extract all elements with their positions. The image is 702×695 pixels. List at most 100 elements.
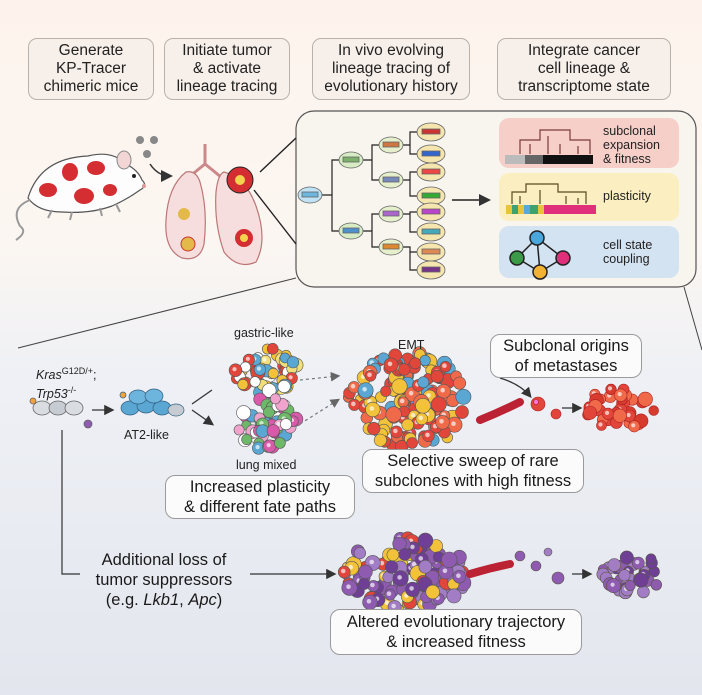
step-line: evolutionary history bbox=[324, 78, 458, 95]
cell-nucleus bbox=[384, 600, 390, 605]
cell bbox=[455, 405, 469, 419]
cell bbox=[266, 424, 280, 438]
cell-nucleus bbox=[439, 419, 444, 424]
cell-nucleus bbox=[442, 363, 447, 369]
cell bbox=[619, 550, 634, 565]
example-suffix: ) bbox=[216, 591, 223, 609]
cell-nucleus bbox=[426, 393, 431, 398]
callout-line: Selective sweep of rare bbox=[387, 452, 559, 470]
cell bbox=[650, 579, 662, 591]
cell-nucleus bbox=[607, 386, 613, 391]
allele-trp53: -/- bbox=[67, 385, 77, 396]
cell-nucleus bbox=[617, 392, 622, 397]
cell bbox=[358, 578, 370, 590]
chimeric-mouse-illustration bbox=[15, 150, 146, 241]
purple-metastasis-cluster bbox=[596, 550, 662, 600]
cell bbox=[386, 548, 400, 562]
cell bbox=[582, 405, 597, 420]
cell bbox=[430, 396, 447, 413]
lung-illustration bbox=[165, 144, 263, 265]
cell bbox=[385, 406, 402, 423]
cell bbox=[648, 405, 659, 416]
cell-nucleus bbox=[369, 406, 375, 411]
category-line: expansion bbox=[603, 138, 660, 152]
category-line: subclonal bbox=[603, 124, 656, 138]
cell bbox=[367, 422, 381, 436]
cell-nucleus bbox=[626, 412, 631, 418]
cell-nucleus bbox=[362, 387, 367, 392]
purple-tumor bbox=[337, 531, 472, 616]
cell bbox=[385, 560, 399, 574]
cell bbox=[401, 418, 414, 432]
cell-nucleus bbox=[232, 367, 237, 372]
cell-nucleus bbox=[245, 356, 250, 361]
callout-line: Increased plasticity bbox=[189, 478, 331, 496]
cell bbox=[236, 405, 251, 421]
label-emt: EMT bbox=[398, 338, 425, 352]
category-line: cell state bbox=[603, 238, 653, 252]
genotype-label: KrasG12D/+; Trp53-/- bbox=[36, 364, 96, 402]
cell bbox=[380, 385, 392, 397]
cell-nucleus bbox=[259, 421, 264, 426]
cell-nucleus bbox=[367, 372, 372, 378]
gene-apc: Apc bbox=[188, 591, 217, 609]
cell bbox=[398, 363, 411, 376]
cell-nucleus bbox=[410, 412, 416, 418]
cell bbox=[267, 367, 279, 379]
cell bbox=[415, 397, 431, 414]
cell-nucleus bbox=[411, 562, 417, 567]
cell bbox=[637, 391, 653, 407]
step-line: Integrate cancer bbox=[527, 42, 640, 59]
cell bbox=[237, 378, 249, 390]
cell-nucleus bbox=[276, 421, 281, 426]
cell-nucleus bbox=[262, 357, 267, 362]
cell bbox=[633, 572, 649, 588]
callout-plasticity: Increased plasticity & different fate pa… bbox=[165, 475, 355, 519]
cell-nucleus bbox=[410, 544, 415, 550]
category-line: coupling bbox=[603, 252, 650, 266]
cell-nucleus bbox=[386, 591, 392, 596]
cell bbox=[274, 437, 286, 449]
cell-nucleus bbox=[399, 398, 405, 404]
cell bbox=[624, 580, 636, 591]
cell-nucleus bbox=[282, 421, 288, 426]
cell bbox=[409, 357, 422, 370]
label-at2-like: AT2-like bbox=[124, 428, 169, 442]
category-line: & fitness bbox=[603, 152, 651, 166]
allele-kras: G12D/+ bbox=[61, 366, 93, 376]
step-line: KP-Tracer bbox=[55, 60, 127, 77]
example-separator: , bbox=[179, 591, 189, 609]
label-lung-mixed: lung mixed bbox=[236, 458, 297, 472]
cell-nucleus bbox=[387, 361, 393, 367]
cell-nucleus bbox=[255, 445, 260, 450]
step-generate-mice: Generate KP-Tracer chimeric mice bbox=[28, 38, 154, 100]
purple-circulating-cells bbox=[514, 547, 565, 585]
cell-nucleus bbox=[351, 401, 356, 407]
cell-nucleus bbox=[350, 383, 356, 389]
step-line: Initiate tumor bbox=[182, 42, 272, 59]
cell bbox=[398, 548, 412, 561]
step-line: lineage tracing bbox=[176, 78, 278, 95]
step-initiate-tumor: Initiate tumor & activate lineage tracin… bbox=[164, 38, 290, 100]
cell bbox=[373, 433, 387, 447]
cell bbox=[453, 376, 467, 390]
step-line: transcriptome state bbox=[518, 78, 650, 95]
cell-nucleus bbox=[440, 387, 446, 393]
circulating-cells bbox=[530, 396, 562, 420]
cell-nucleus bbox=[397, 575, 402, 580]
cell bbox=[419, 354, 431, 367]
step-line: & activate bbox=[192, 60, 262, 77]
cell bbox=[406, 437, 418, 449]
cell bbox=[353, 546, 367, 560]
cell bbox=[612, 408, 627, 423]
gene-trp53: Trp53 bbox=[36, 387, 68, 402]
lineage-tree bbox=[322, 131, 418, 271]
step-line: cell lineage & bbox=[537, 60, 631, 77]
step-line: In vivo evolving bbox=[338, 42, 444, 59]
cell-nucleus bbox=[242, 363, 247, 369]
cell-nucleus bbox=[340, 568, 346, 574]
gene-lkb1: Lkb1 bbox=[143, 591, 180, 609]
category-cell-state-label: cell state coupling bbox=[603, 238, 652, 266]
cell bbox=[263, 406, 275, 418]
